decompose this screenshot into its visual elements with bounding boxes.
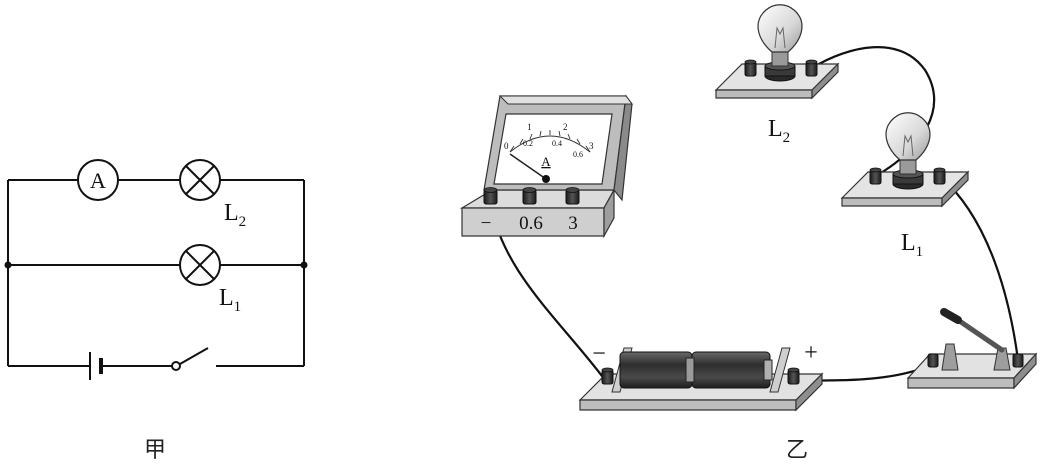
battery-cell-2 bbox=[691, 351, 771, 389]
switch-symbol bbox=[171, 347, 209, 371]
battery-symbol bbox=[89, 352, 103, 380]
ammeter-needle bbox=[509, 153, 547, 180]
scale-top-2: 2 bbox=[563, 122, 568, 132]
battery-holder bbox=[578, 347, 824, 412]
lamp-l2-label: L2 bbox=[224, 200, 246, 230]
scale-bottom-0-4: 0.4 bbox=[552, 139, 562, 148]
ammeter-device: 0 1 2 3 0.2 0.4 0.6 A bbox=[459, 94, 633, 239]
switch-terminal-right[interactable] bbox=[1012, 353, 1024, 368]
scale-top-3: 3 bbox=[589, 141, 594, 151]
ammeter-unit-label: A bbox=[541, 154, 551, 169]
scale-bottom-0-6: 0.6 bbox=[573, 150, 583, 159]
ammeter-terminal-label-0-6: 0.6 bbox=[519, 213, 543, 234]
ammeter-terminal-label-minus: − bbox=[481, 213, 492, 234]
lamp-l1-device-label: L1 bbox=[901, 230, 923, 260]
lamp-l1-device bbox=[840, 112, 970, 208]
battery-minus-label: − bbox=[592, 341, 606, 367]
lamp-l2-symbol bbox=[179, 159, 221, 201]
ammeter-terminal-0-6[interactable] bbox=[522, 187, 537, 205]
schematic-diagram: A L2 L1 甲 bbox=[4, 159, 308, 463]
ammeter-symbol: A bbox=[77, 159, 119, 201]
caption-jia: 甲 bbox=[144, 438, 166, 463]
junction-dot-left bbox=[4, 261, 12, 269]
scale-top-0: 0 bbox=[504, 141, 509, 151]
ammeter-terminal-3[interactable] bbox=[565, 187, 580, 205]
ammeter-terminal-minus[interactable] bbox=[483, 187, 498, 205]
lamp-l2-device bbox=[714, 4, 840, 100]
ammeter-terminal-label-3: 3 bbox=[568, 213, 578, 234]
switch-terminal-left[interactable] bbox=[927, 353, 939, 368]
battery-plus-label: + bbox=[804, 340, 818, 366]
ammeter-symbol-label: A bbox=[90, 168, 106, 193]
scale-bottom-0-2: 0.2 bbox=[523, 139, 533, 148]
lamp-l1-symbol bbox=[179, 244, 221, 286]
lamp-l1-label: L1 bbox=[219, 285, 241, 315]
lamp-l2-device-label: L2 bbox=[768, 116, 790, 146]
junction-dot-right bbox=[300, 261, 308, 269]
ammeter-dial-face bbox=[493, 113, 613, 185]
battery-cell-1 bbox=[619, 351, 693, 389]
apparatus-diagram: 0 1 2 3 0.2 0.4 0.6 A bbox=[459, 4, 1038, 463]
knife-switch[interactable] bbox=[906, 308, 1038, 390]
ammeter-needle-pivot bbox=[542, 175, 550, 183]
switch-handle[interactable] bbox=[940, 308, 962, 324]
caption-yi: 乙 bbox=[786, 438, 808, 463]
scale-top-1: 1 bbox=[527, 122, 532, 132]
wire-switch-to-lamp1 bbox=[939, 175, 1020, 361]
